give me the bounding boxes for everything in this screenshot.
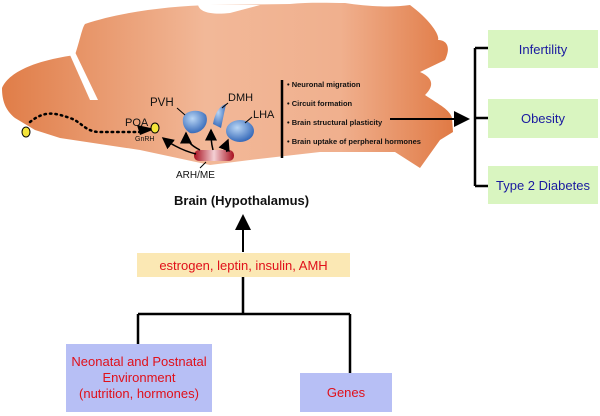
process-item: • Brain structural plasticity — [287, 118, 383, 127]
dmh-label: DMH — [228, 92, 254, 104]
signals-box: estrogen, leptin, insulin, AMH — [137, 253, 350, 277]
dmh-nucleus — [213, 104, 226, 128]
gnrh-neuron-icon — [150, 122, 160, 134]
process-item: • Brain uptake of perpheral hormones — [287, 137, 421, 146]
sulcus — [70, 52, 98, 100]
brain-shape — [2, 2, 453, 168]
arh-me-region — [194, 150, 234, 161]
poa-arrowhead — [137, 125, 155, 135]
brain-title: Brain (Hypothalamus) — [174, 193, 310, 208]
genes-box: Genes — [300, 373, 392, 412]
gnrh-neuron-icon — [21, 126, 31, 138]
process-item: • Neuronal migration — [287, 80, 361, 89]
outcome-type2-diabetes: Type 2 Diabetes — [488, 166, 598, 204]
lha-label: LHA — [253, 109, 275, 121]
environment-box: Neonatal and Postnatal Environment (nutr… — [66, 344, 212, 412]
input-connectors — [136, 277, 352, 373]
outcome-bracket — [473, 46, 490, 188]
gnrh-label: GnRH — [135, 136, 155, 143]
lha-nucleus — [226, 120, 254, 142]
outcome-infertility: Infertility — [488, 30, 598, 68]
pvh-label: PVH — [150, 97, 174, 109]
process-item: • Circuit formation — [287, 99, 353, 108]
arh-me-label: ARH/ME — [176, 170, 215, 181]
outcome-obesity: Obesity — [488, 99, 598, 138]
pvh-nucleus — [182, 110, 207, 134]
poa-label: POA — [125, 117, 149, 129]
